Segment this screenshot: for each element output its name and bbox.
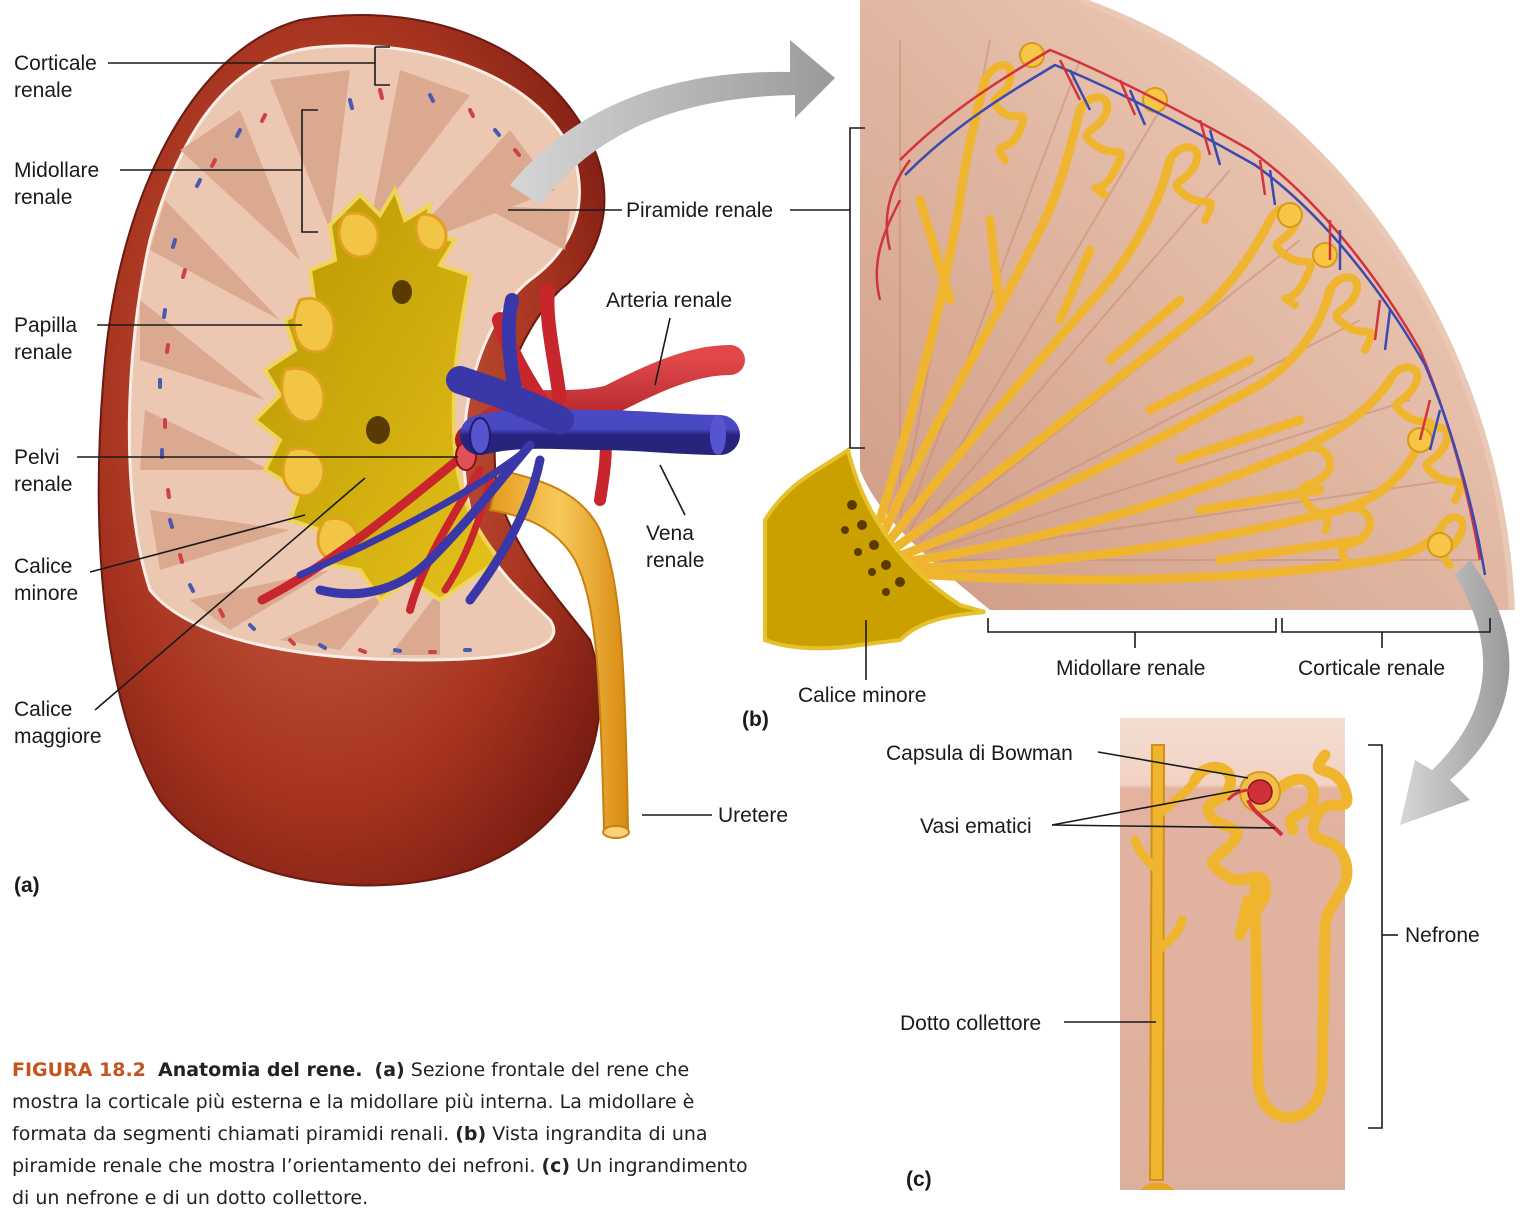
label-line: renale (14, 184, 99, 211)
panel-label-c: (c) (906, 1168, 932, 1192)
label-calice-maggiore: Calice maggiore (14, 696, 102, 750)
calyx-opening (366, 416, 390, 444)
caption-tag-a: (a) (375, 1059, 405, 1081)
label-line: Pelvi (14, 444, 72, 471)
nephron-section-c (1120, 718, 1347, 1190)
glomerulus (1248, 780, 1272, 804)
ureter-opening (603, 826, 629, 838)
label-papilla-renale: Papilla renale (14, 312, 77, 366)
caption-tag-b: (b) (455, 1123, 486, 1145)
caption-title: Anatomia del rene. (158, 1059, 362, 1081)
label-line: Calice (14, 553, 78, 580)
label-corticale-renale: Corticale renale (14, 50, 97, 104)
label-line: Calice (14, 696, 102, 723)
caption-tag-c: (c) (541, 1155, 570, 1177)
pyramid-section-b (765, 0, 1512, 648)
panel-label-a: (a) (14, 874, 40, 898)
label-calice-minore-b: Calice minore (798, 682, 926, 709)
label-calice-minore-a: Calice minore (14, 553, 78, 607)
caption-figure-number: FIGURA 18.2 (12, 1059, 146, 1081)
label-line: renale (14, 471, 72, 498)
label-pelvi-renale: Pelvi renale (14, 444, 72, 498)
label-piramide-renale: Piramide renale (626, 197, 773, 224)
label-line: Midollare (14, 157, 99, 184)
label-vasi-ematici: Vasi ematici (920, 813, 1032, 840)
label-midollare-renale-b: Midollare renale (1056, 655, 1205, 682)
label-line: renale (14, 339, 77, 366)
label-nefrone: Nefrone (1405, 922, 1480, 949)
label-line: renale (646, 547, 704, 574)
label-line: Corticale (14, 50, 97, 77)
label-corticale-renale-b: Corticale renale (1298, 655, 1445, 682)
panel-label-b: (b) (742, 708, 769, 732)
label-uretere: Uretere (718, 802, 788, 829)
label-capsula-bowman: Capsula di Bowman (886, 740, 1073, 767)
label-dotto-collettore: Dotto collettore (900, 1010, 1041, 1037)
kidney-section-a (99, 15, 730, 885)
label-line: minore (14, 580, 78, 607)
label-vena-renale: Vena renale (646, 520, 704, 574)
label-line: maggiore (14, 723, 102, 750)
label-arteria-renale: Arteria renale (606, 287, 732, 314)
label-line: renale (14, 77, 97, 104)
label-line: Papilla (14, 312, 77, 339)
label-midollare-renale: Midollare renale (14, 157, 99, 211)
calyx-opening (392, 280, 412, 304)
figure-caption: FIGURA 18.2 Anatomia del rene. (a) Sezio… (12, 1054, 752, 1214)
label-line: Vena (646, 520, 704, 547)
